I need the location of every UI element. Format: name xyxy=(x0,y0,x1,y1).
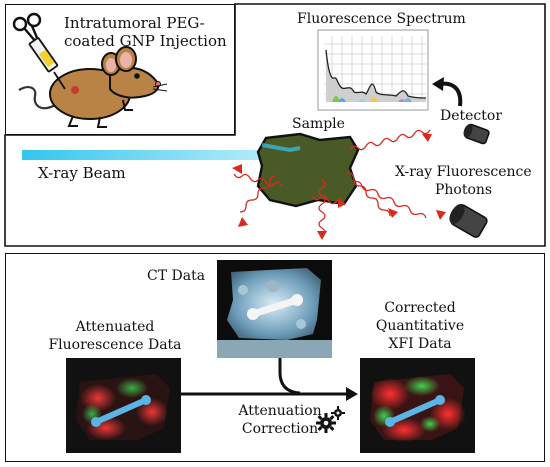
photon-arrowheads xyxy=(232,134,446,240)
setup-panel-border xyxy=(4,3,546,247)
injection-label-line2: coated GNP Injection xyxy=(64,32,227,50)
corrected-xfi-image xyxy=(360,358,475,453)
sample-label: Sample xyxy=(292,116,345,132)
mouse-illustration xyxy=(18,46,168,128)
photons-label-line1: X-ray Fluorescence xyxy=(395,164,532,180)
mouse-head xyxy=(109,66,160,99)
photon-arrows xyxy=(233,129,431,237)
corrected-label-line3: XFI Data xyxy=(388,336,452,352)
detector-to-spectrum-arrow xyxy=(432,77,463,107)
attenuated-label-line1: Attenuated xyxy=(75,319,155,335)
setup-illustration xyxy=(22,123,490,240)
spectrum-plot xyxy=(317,29,429,111)
photons-label-line2: Photons xyxy=(435,182,493,198)
injection-site xyxy=(71,86,79,94)
correction-label-line1: Attenuation xyxy=(238,403,322,419)
spectrum-title: Fluorescence Spectrum xyxy=(297,11,466,27)
detector-top xyxy=(463,123,490,145)
corrected-label-line1: Corrected xyxy=(384,300,456,316)
detector-bottom xyxy=(449,204,488,238)
detector-label: Detector xyxy=(440,108,503,124)
ct-data-image xyxy=(217,260,332,358)
spectrum-line xyxy=(325,49,427,99)
syringe-icon xyxy=(12,12,66,90)
xray-beam xyxy=(22,150,270,160)
corrected-label-line2: Quantitative xyxy=(375,318,465,334)
ct-data-label: CT Data xyxy=(147,268,206,284)
gears-icon xyxy=(316,406,345,433)
mouse-eye xyxy=(134,73,140,79)
correction-label-line2: Correction xyxy=(241,421,319,437)
injection-label-line1: Intratumoral PEG- xyxy=(64,14,205,32)
attenuated-fluorescence-image xyxy=(66,358,181,453)
mouse-tail xyxy=(18,86,58,110)
beam-label: X-ray Beam xyxy=(38,164,126,182)
attenuated-label-line2: Fluorescence Data xyxy=(48,337,182,353)
